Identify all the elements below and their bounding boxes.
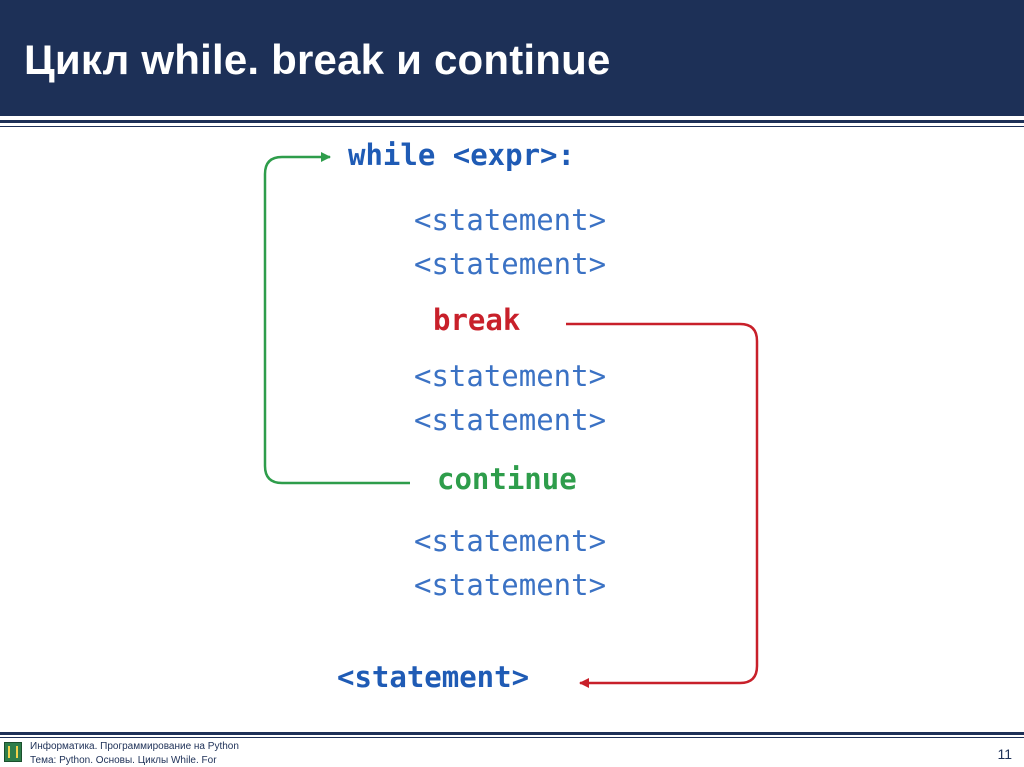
statement-line: <statement> (414, 203, 606, 237)
footer-divider (0, 732, 1024, 735)
continue-arrow (263, 152, 410, 485)
break-arrow (566, 322, 759, 688)
header-divider-thin (0, 126, 1024, 127)
slide-title: Цикл while. break и continue (24, 36, 611, 83)
book-logo-icon (4, 742, 22, 762)
break-keyword: break (433, 303, 520, 337)
statement-line: <statement> (414, 524, 606, 558)
page-number: 11 (997, 746, 1012, 762)
statement-line: <statement> (414, 568, 606, 602)
statement-line: <statement> (414, 247, 606, 281)
statement-line: <statement> (414, 359, 606, 393)
slide-header: Цикл while. break и continue (0, 0, 1024, 116)
after-loop-statement: <statement> (337, 660, 529, 694)
footer-course: Информатика. Программирование на Python (30, 741, 239, 752)
while-header: while <expr>: (348, 138, 575, 172)
footer-topic: Тема: Python. Основы. Циклы While. For (30, 755, 217, 766)
header-divider (0, 120, 1024, 123)
footer-divider-thin (0, 737, 1024, 738)
statement-line: <statement> (414, 403, 606, 437)
continue-keyword: continue (437, 462, 577, 496)
